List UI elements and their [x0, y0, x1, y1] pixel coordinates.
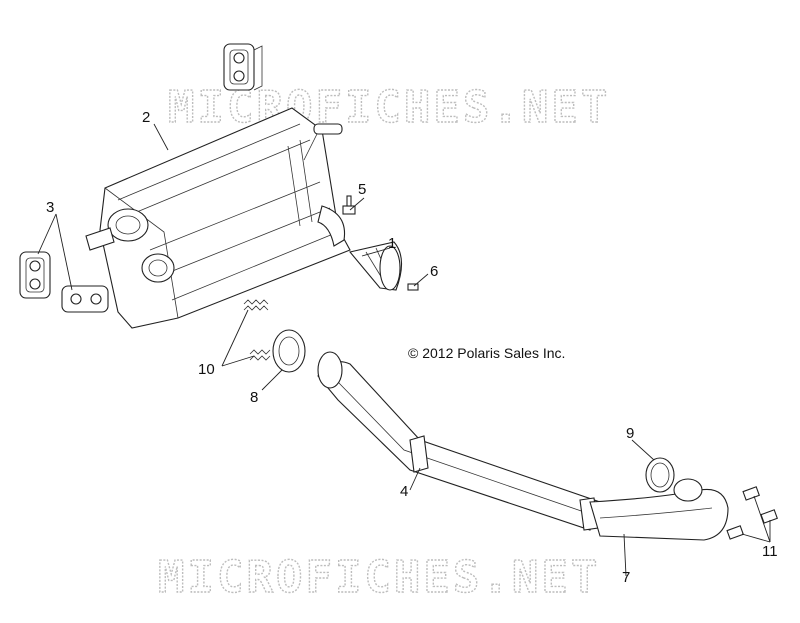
- copyright-text: © 2012 Polaris Sales Inc.: [408, 345, 565, 361]
- head-pipe: [589, 478, 729, 541]
- muffler: [85, 107, 351, 329]
- gasket-ring-9: [645, 457, 675, 493]
- callout-6: 6: [430, 263, 438, 280]
- gasket-8: [272, 329, 306, 373]
- spark-arrestor: [349, 241, 403, 291]
- bolt-5: [342, 195, 356, 215]
- spring-10: [243, 299, 271, 361]
- watermark-bottom: MICROFICHES.NET: [158, 552, 600, 603]
- callout-10: 10: [198, 361, 215, 378]
- callout-1: 1: [388, 235, 396, 252]
- screw-6: [407, 283, 419, 291]
- mid-pipe: [317, 351, 601, 531]
- rubber-isolator-left: [19, 251, 51, 299]
- callout-11: 11: [762, 543, 778, 560]
- callout-9: 9: [626, 425, 634, 442]
- rubber-isolator-lower: [61, 285, 109, 313]
- callout-7: 7: [622, 569, 630, 586]
- callout-8: 8: [250, 389, 258, 406]
- callout-3: 3: [46, 199, 54, 216]
- callout-4: 4: [400, 483, 408, 500]
- bolts-11: [726, 486, 778, 540]
- leader-lines: [37, 123, 771, 577]
- rubber-isolator-top: [223, 43, 263, 91]
- callout-5: 5: [358, 181, 366, 198]
- callout-2: 2: [142, 109, 150, 126]
